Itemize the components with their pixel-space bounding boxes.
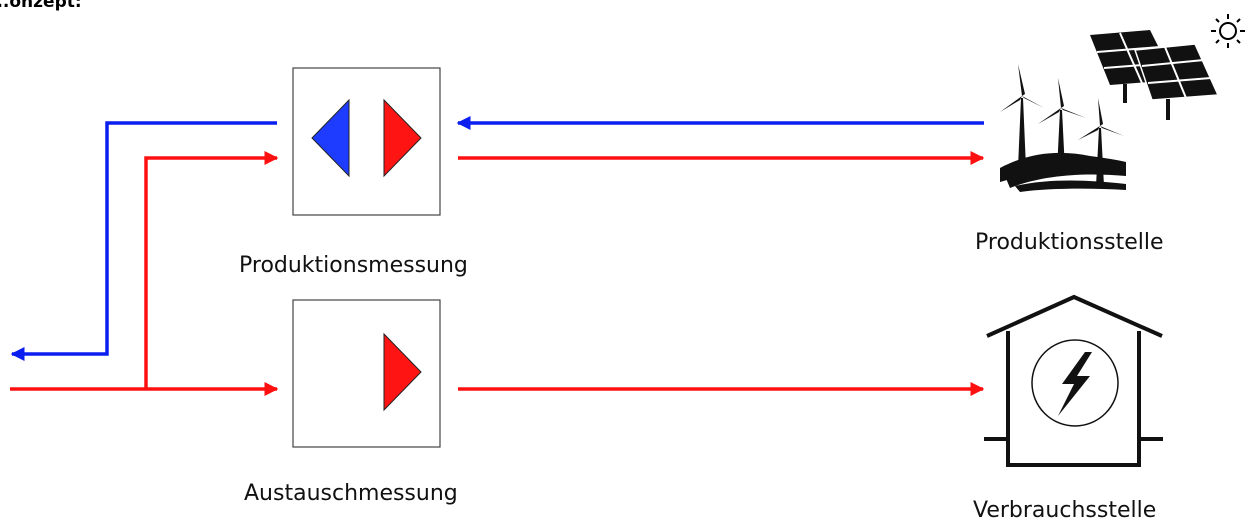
- wind-turbine-icon: [1000, 64, 1126, 192]
- diagram-title: ...onzept:: [0, 0, 82, 12]
- branch-import-line: [144, 151, 279, 389]
- exchange-meter-label: Austauschmessung: [244, 481, 458, 506]
- exchange-import-triangle-icon: [383, 332, 422, 412]
- solar-panel-icon: [1090, 30, 1220, 120]
- production-site-label: Produktionsstelle: [975, 230, 1164, 255]
- consumption-site-label: Verbrauchsstelle: [973, 498, 1157, 523]
- sun-icon: [1211, 14, 1245, 48]
- house-icon: [984, 294, 1163, 467]
- import-triangle-icon: [383, 98, 422, 178]
- export-line: [10, 121, 277, 361]
- lightning-icon: [1058, 352, 1092, 416]
- export-triangle-icon: [311, 98, 350, 178]
- production-meter-label: Produktionsmessung: [239, 253, 468, 278]
